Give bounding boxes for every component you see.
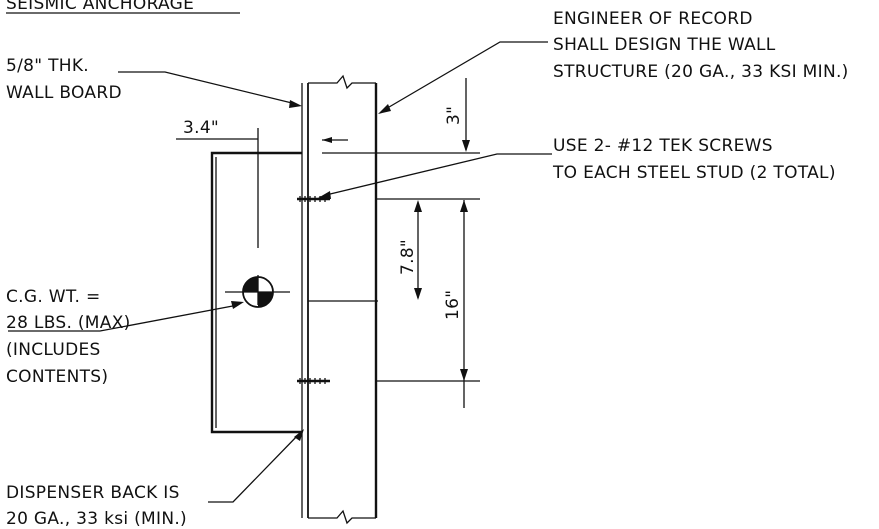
dimension-vertical: 7.8" 16" [376,198,480,408]
note-wallboard-line-2: WALL BOARD [6,83,122,103]
leader-cg [8,301,244,332]
leader-dispenser [208,429,304,503]
note-engineer-line-3: STRUCTURE (20 GA., 33 KSI MIN.) [553,62,849,82]
note-cg-line-4: CONTENTS) [6,367,108,387]
bottom-break-line [308,509,376,525]
leader-engineer [378,41,548,114]
note-cg-line-3: (INCLUDES [6,340,101,360]
dispenser-body [210,151,302,434]
note-wallboard-line-1: 5/8" THK. [6,56,89,76]
note-engineer-line-2: SHALL DESIGN THE WALL [553,35,776,55]
note-screws-line-2: TO EACH STEEL STUD (2 TOTAL) [552,163,836,183]
leader-screws [318,153,552,199]
dimension-screw-to-cg-label: 7.8" [398,239,418,275]
dimension-screw-spacing-label: 16" [443,290,463,320]
note-cg-line-2: 28 LBS. (MAX) [6,313,131,333]
note-dispenser-line-2: 20 GA., 33 ksi (MIN.) [6,509,187,529]
dimension-top-label: 3" [444,106,464,125]
dimension-offset-label: 3.4" [183,118,219,138]
dispenser-outline [210,151,302,434]
note-screws-line-1: USE 2- #12 TEK SCREWS [553,136,773,156]
dimension-offset: 3.4" [176,118,348,143]
tek-screw-upper [297,196,330,202]
note-engineer-line-1: ENGINEER OF RECORD [553,9,753,29]
top-break-line [308,74,376,90]
drawing-title: SEISMIC ANCHORAGE [6,0,194,14]
dimension-top: 3" [322,78,480,154]
tek-screw-lower [297,378,330,384]
note-dispenser-line-1: DISPENSER BACK IS [6,483,180,503]
leader-wallboard [118,71,302,108]
note-cg-line-1: C.G. WT. = [6,287,100,307]
wall-assembly [301,74,378,525]
cg-symbol [225,128,378,308]
